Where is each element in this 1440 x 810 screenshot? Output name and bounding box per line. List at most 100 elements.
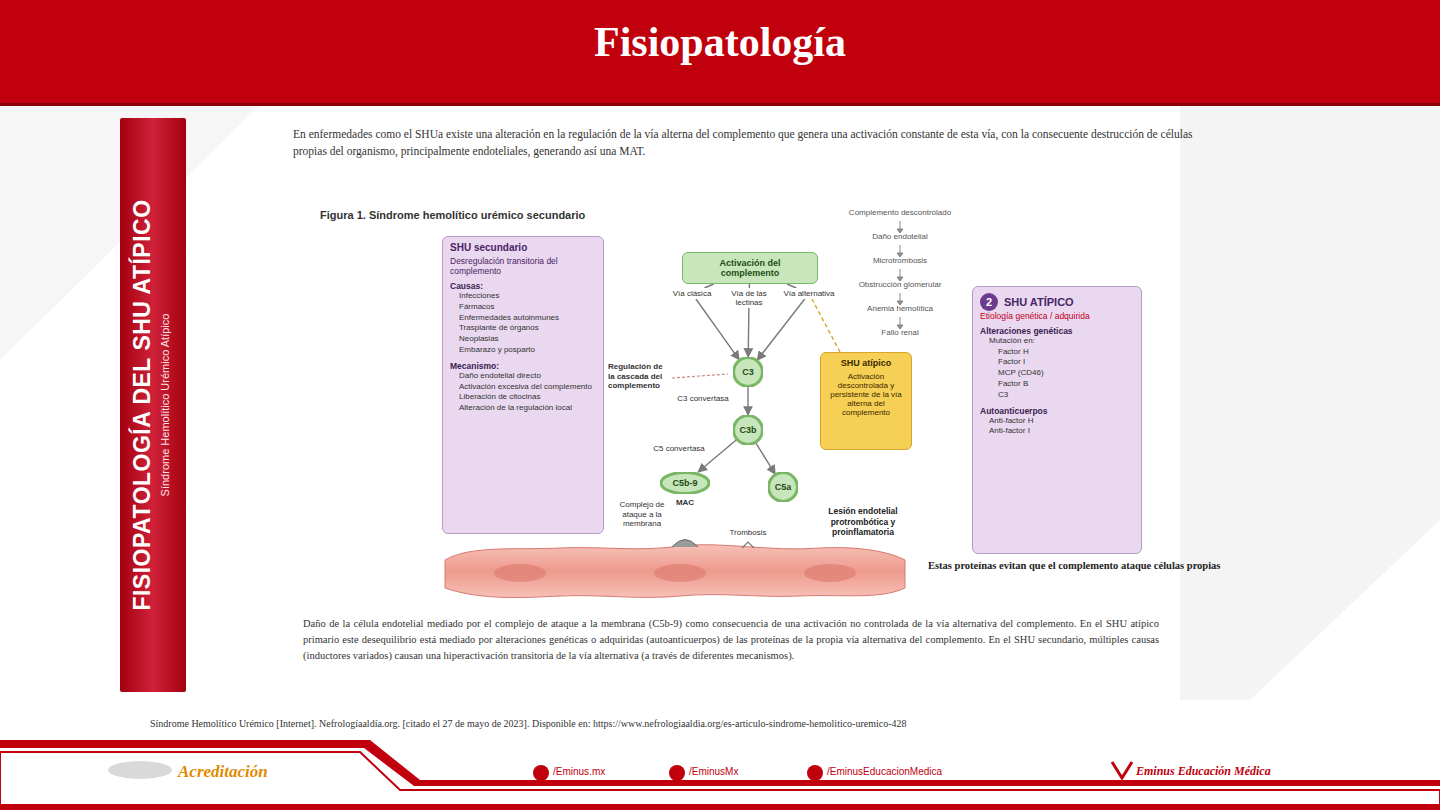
node-text: SHU secundario xyxy=(450,242,596,253)
node-text: Fármacos xyxy=(450,302,596,313)
node-text: Mecanismo: xyxy=(450,361,596,371)
node-text: Vía alternativa xyxy=(783,289,835,298)
social-icon xyxy=(807,765,823,781)
node-text: Factor H xyxy=(980,347,1134,358)
node-text: Anti-factor H xyxy=(980,416,1134,427)
footer-panel xyxy=(0,752,1440,810)
logo-mark xyxy=(108,761,172,779)
node-text: Factor I xyxy=(980,357,1134,368)
intro-text: En enfermedades como el SHUa existe una … xyxy=(293,126,1193,159)
node-text: SHU atípico xyxy=(828,358,904,368)
node-text: Daño endotelial directo xyxy=(450,371,596,382)
chain-step: Microtrombosis xyxy=(835,256,965,265)
cell-nucleus xyxy=(804,564,856,582)
endothelial-cells xyxy=(445,545,905,598)
chain-step: Fallo renal xyxy=(835,328,965,337)
connector xyxy=(748,308,750,357)
footer-stripe xyxy=(0,740,1440,786)
social-handle: /Eminus.mx xyxy=(553,766,663,777)
atypical-box: 2 SHU ATÍPICO Etiología genética / adquiri… xyxy=(972,286,1142,554)
chain-step: Complemento descontrolado xyxy=(835,208,965,217)
node-text: Causas: xyxy=(450,281,596,291)
mac-note: Complejo de ataque a la membrana xyxy=(612,500,672,529)
node-text: Mutación en: xyxy=(980,336,1134,347)
node-text: C3 xyxy=(742,367,754,377)
node-text: Autoanticuerpos xyxy=(980,406,1134,416)
node-text: 2 xyxy=(980,293,998,311)
connector xyxy=(812,299,840,352)
edge-label: C3 convertasa xyxy=(674,394,732,403)
logo-text: Acreditación xyxy=(178,762,328,782)
node-text: Vía clásica xyxy=(667,289,717,298)
protein-note: Estas proteínas evitan que el complement… xyxy=(928,560,1340,571)
node-text: Alteraciones genéticas xyxy=(980,326,1134,336)
node-text: Embarazo y posparto xyxy=(450,345,596,356)
logo-mark xyxy=(1112,762,1132,778)
complement-circle: C5a xyxy=(768,472,798,502)
header-bar xyxy=(0,0,1440,105)
complement-circle: C3b xyxy=(733,415,763,445)
leader-line xyxy=(672,374,728,378)
node-text: Factor B xyxy=(980,379,1134,390)
node-text: Alteración de la regulación local xyxy=(450,403,596,414)
footer-ground xyxy=(0,742,1440,810)
reference: Síndrome Hemolítico Urémico [Internet]. … xyxy=(150,718,1390,729)
node-text: Liberación de citocinas xyxy=(450,392,596,403)
social-handle: /EminusEducacionMedica xyxy=(827,766,1027,777)
node-text: Etiología genética / adquirida xyxy=(980,311,1134,321)
cell-nucleus xyxy=(654,564,706,582)
node-text: Activación excesiva del complemento xyxy=(450,382,596,393)
footer-bottom-bar xyxy=(0,804,1440,810)
figure-title: Figura 1. Síndrome hemolítico urémico se… xyxy=(320,209,700,221)
header-rule xyxy=(0,103,1440,106)
thrombosis-note: Trombosis xyxy=(718,528,778,537)
node-text: Anti-factor I xyxy=(980,426,1134,437)
banner-subtitle: Síndrome Hemolítico Urémico Atípico xyxy=(159,125,171,685)
membrane-pore xyxy=(672,540,698,548)
chain-step: Daño endotelial xyxy=(835,232,965,241)
node-text: Trasplante de órganos xyxy=(450,323,596,334)
node-text: Activación del complemento xyxy=(690,258,810,278)
connector xyxy=(696,299,739,360)
atypical-callout: SHU atípicoActivación descontrolada y pe… xyxy=(820,352,912,450)
figure-caption: Daño de la célula endotelial mediado por… xyxy=(303,616,1159,663)
node-text: SHU ATÍPICO xyxy=(1004,296,1074,308)
cell-nucleus xyxy=(494,564,546,582)
regulation-note: Regulación de la cascada del complemento xyxy=(608,362,670,391)
banner-rotator: FISIOPATOLOGÍA DEL SHU ATÍPICOSíndrome H… xyxy=(123,125,183,685)
social-icon xyxy=(533,765,549,781)
node-text: MCP (CD46) xyxy=(980,368,1134,379)
node-text: Vía de las lectinas xyxy=(725,289,773,307)
node-text: Desregulación transitoria del complement… xyxy=(450,256,596,276)
edge-label: C5 convertasa xyxy=(650,444,708,453)
node-text: Activación descontrolada y persistente d… xyxy=(828,372,904,417)
connector xyxy=(756,443,775,474)
chain-step: Obstrucción glomerular xyxy=(835,280,965,289)
lesion-note: Lesión endotelial protrombótica y proinf… xyxy=(802,506,924,538)
pathway-label: Vía de las lectinas xyxy=(724,288,774,308)
complement-circle: C3 xyxy=(733,357,763,387)
banner-title: FISIOPATOLOGÍA DEL SHU ATÍPICO xyxy=(129,125,156,685)
node-text: Enfermedades autoinmunes xyxy=(450,313,596,324)
chain-step: Anemia hemolítica xyxy=(835,304,965,313)
logo-text: Eminus Educación Médica xyxy=(1136,764,1376,779)
node-text: C5a xyxy=(775,482,792,492)
node-text: Infecciones xyxy=(450,291,596,302)
node-text: C3 xyxy=(980,390,1134,401)
node-text: C5b-9 xyxy=(672,478,697,488)
social-icon xyxy=(669,765,685,781)
side-banner: FISIOPATOLOGÍA DEL SHU ATÍPICOSíndrome H… xyxy=(120,118,186,692)
node-text: Neoplasias xyxy=(450,334,596,345)
complement-oval: C5b-9 xyxy=(660,472,710,494)
node-text: C3b xyxy=(739,425,756,435)
slide-title: Fisiopatología xyxy=(0,18,1440,66)
social-handle: /EminusMx xyxy=(689,766,799,777)
thrombus-mark xyxy=(742,542,754,548)
connector xyxy=(747,387,748,415)
mac-tag: MAC xyxy=(668,498,702,507)
pathway-label: Vía clásica xyxy=(666,288,718,299)
secondary-box: SHU secundarioDesregulación transitoria … xyxy=(442,236,604,534)
activation-box: Activación del complemento xyxy=(682,252,818,284)
